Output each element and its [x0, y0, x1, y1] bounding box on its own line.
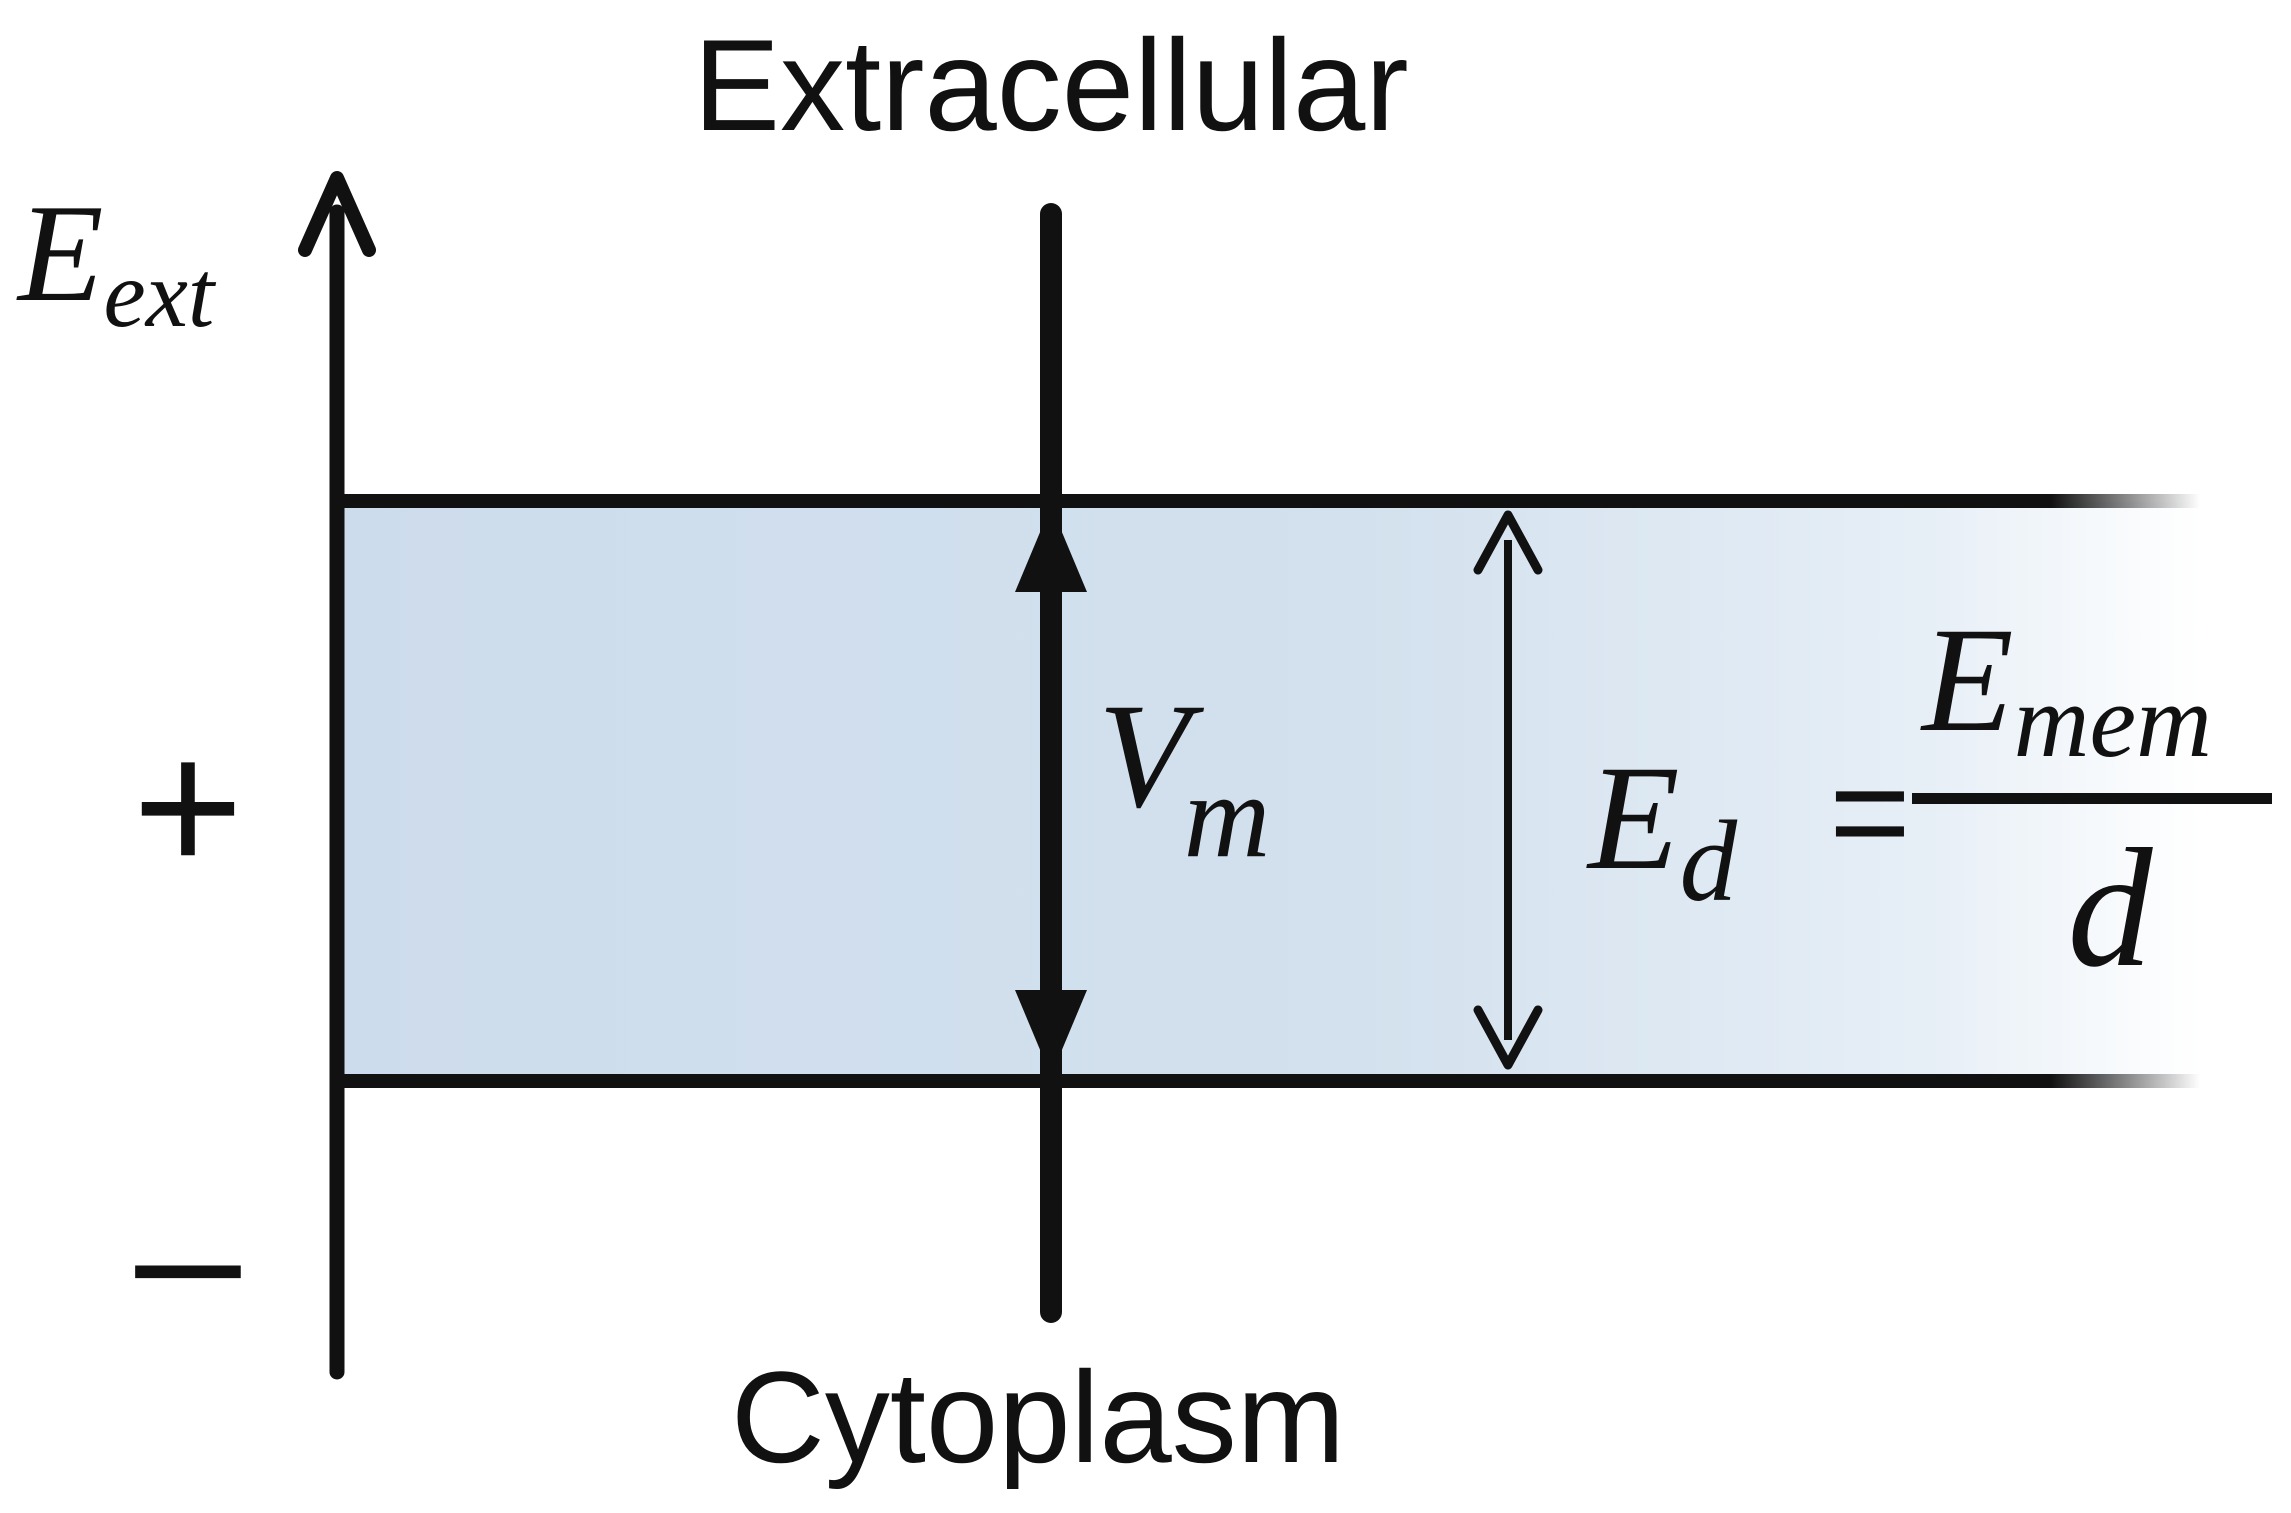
e-ext-axis-arrowhead [298, 171, 376, 257]
e-ext-label-main: E [16, 176, 104, 331]
membrane-band [340, 502, 2200, 1080]
membrane-top-boundary [338, 494, 2200, 508]
vm-arrow-down-head [1015, 990, 1087, 1076]
minus-sign: – [135, 1149, 241, 1361]
plus-sign: + [133, 701, 244, 913]
vm-label: Vm [1098, 673, 1270, 882]
vm-label-main: V [1098, 673, 1205, 839]
e-ext-label: Eext [16, 176, 217, 347]
extracellular-label: Extracellular [693, 12, 1408, 158]
vm-label-sub: m [1184, 749, 1271, 882]
cytoplasm-label: Cytoplasm [731, 1344, 1345, 1490]
ed-arrow-up-head [1473, 510, 1543, 575]
e-ext-label-sub: ext [104, 241, 217, 347]
equation-lhs: Ed [1586, 735, 1738, 925]
equation-denominator: d [2068, 814, 2154, 1002]
vm-arrow-up-head [1015, 506, 1087, 592]
equation-numerator: Emem [1920, 597, 2212, 779]
equation-lhs-main: E [1586, 735, 1680, 901]
membrane-bottom-boundary [338, 1074, 2200, 1088]
fraction-bar [1912, 793, 2272, 804]
equation-numerator-main: E [1920, 597, 2014, 763]
ed-arrow-down-head [1473, 1005, 1543, 1070]
equation-lhs-sub: d [1680, 798, 1738, 925]
equation-numerator-sub: mem [2014, 662, 2212, 779]
equation-equals: = [1829, 733, 1911, 890]
